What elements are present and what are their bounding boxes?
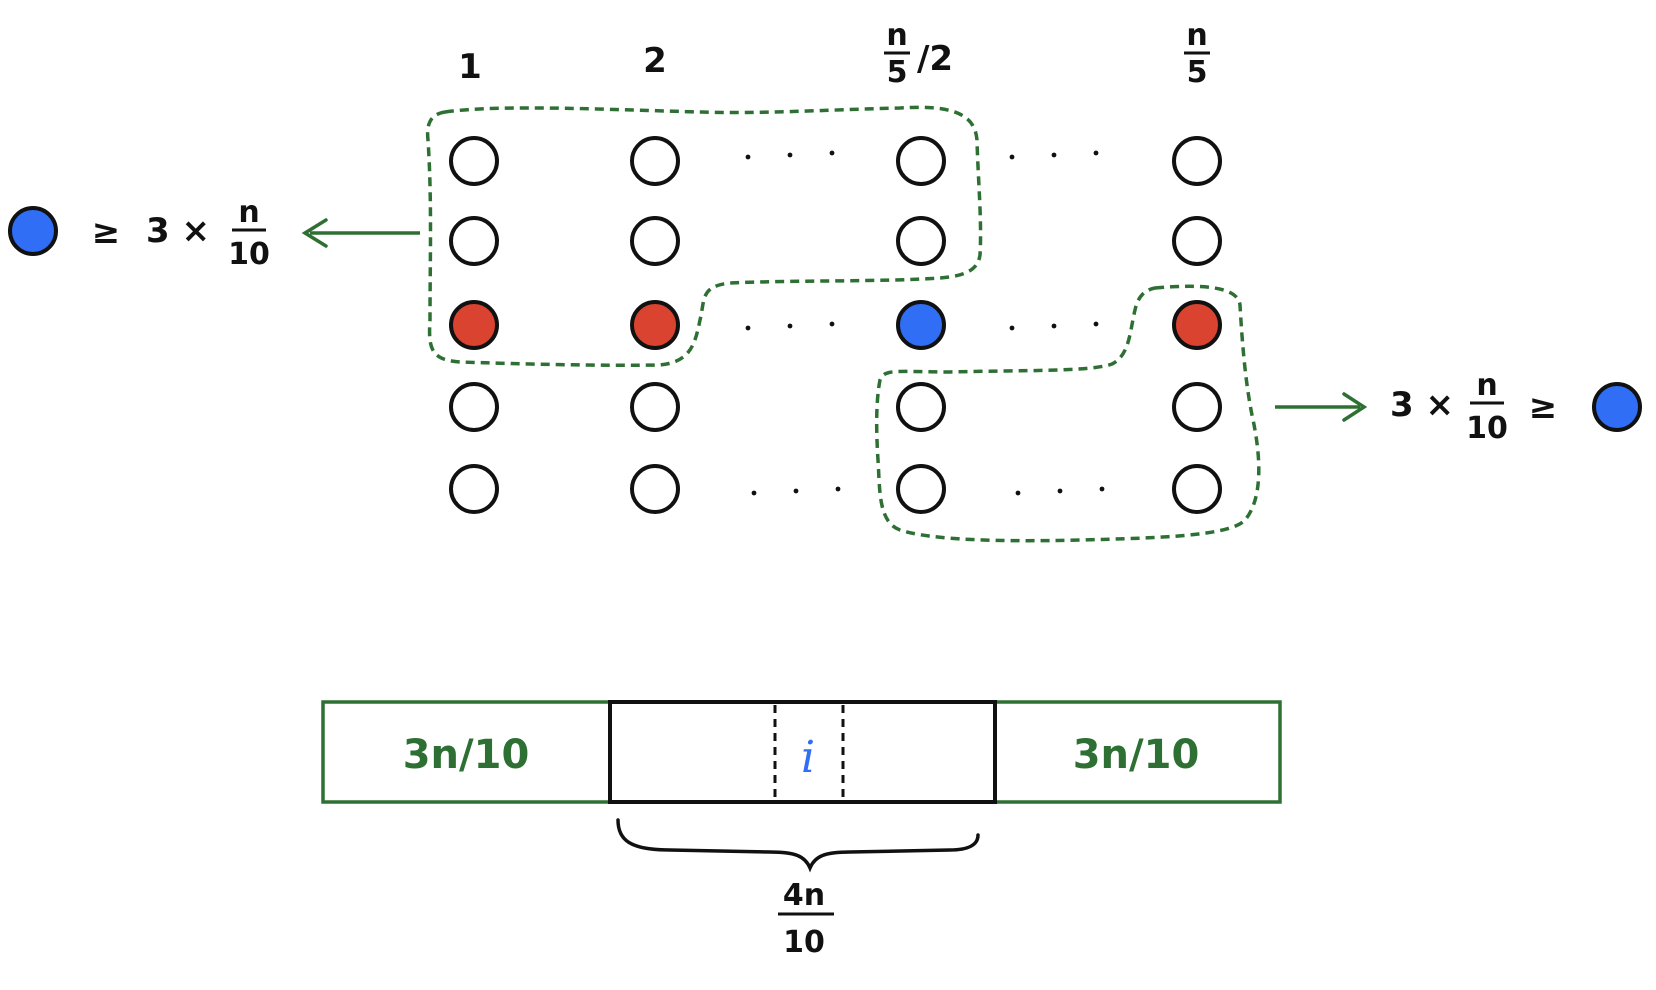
white-node-r2-c2 xyxy=(630,216,680,266)
column-label-n-over-5: n 5 xyxy=(1184,18,1210,90)
white-node-r4-c2 xyxy=(630,382,680,432)
white-node-r1-c3 xyxy=(896,136,946,186)
right-fraction-denominator: 10 xyxy=(1466,411,1508,446)
left-fraction-denominator: 10 xyxy=(228,237,270,272)
ellipsis-dot xyxy=(1093,321,1099,327)
column-label-2: 2 xyxy=(643,41,667,81)
middle-width-brace: 4n 10 xyxy=(616,818,980,960)
ellipsis-dot xyxy=(1099,486,1105,492)
ellipsis-dot xyxy=(1009,325,1015,331)
left-geq-symbol: ≥ xyxy=(92,212,121,252)
lower-right-region-outline xyxy=(874,284,1261,543)
brace-fraction-denominator: 10 xyxy=(783,925,825,960)
white-node-r4-c4 xyxy=(1172,382,1222,432)
column-label-3-denominator: 5 xyxy=(887,55,908,90)
ellipsis-dot xyxy=(745,154,751,160)
white-node-r2-c4 xyxy=(1172,216,1222,266)
column-label-4-numerator: n xyxy=(1186,18,1207,53)
white-node-r2-c1 xyxy=(449,216,499,266)
red-node-r3-c1 xyxy=(449,300,499,350)
column-label-1: 1 xyxy=(458,47,482,87)
ellipsis-dot xyxy=(835,486,841,492)
ellipsis-dot xyxy=(787,152,793,158)
ellipsis-dot xyxy=(1015,490,1021,496)
ellipsis-dot xyxy=(829,321,835,327)
red-node-r3-c4 xyxy=(1172,300,1222,350)
right-partition-label: 3n/10 xyxy=(1073,732,1200,778)
white-node-r5-c3 xyxy=(896,464,946,514)
white-node-r2-c3 xyxy=(896,216,946,266)
white-node-r1-c1 xyxy=(449,136,499,186)
left-multiplier: 3 × xyxy=(146,211,210,251)
column-label-3-numerator: n xyxy=(886,18,907,53)
element-grid xyxy=(449,136,1222,514)
ellipsis-dot xyxy=(1051,323,1057,329)
ellipsis-dot xyxy=(751,490,757,496)
white-node-r5-c4 xyxy=(1172,464,1222,514)
column-label-4-denominator: 5 xyxy=(1187,55,1208,90)
white-node-r4-c1 xyxy=(449,382,499,432)
red-node-r3-c2 xyxy=(630,300,680,350)
ellipsis-group xyxy=(745,150,1105,496)
left-arrow-head-icon xyxy=(301,218,328,248)
ellipsis-dot xyxy=(745,325,751,331)
ellipsis-dot xyxy=(1051,152,1057,158)
left-annotation: ≥ 3 × n 10 xyxy=(8,195,420,272)
ellipsis-dot xyxy=(793,488,799,494)
blue-node-r3-c3 xyxy=(896,300,946,350)
right-fraction-numerator: n xyxy=(1476,368,1497,403)
blue-node-icon xyxy=(8,206,58,256)
white-node-r4-c3 xyxy=(896,382,946,432)
right-annotation: 3 × n 10 ≥ xyxy=(1275,368,1642,446)
partition-bar: 3n/10 i 3n/10 xyxy=(321,700,1282,804)
ellipsis-dot xyxy=(1009,154,1015,160)
white-node-r1-c2 xyxy=(630,136,680,186)
white-node-r5-c1 xyxy=(449,464,499,514)
brace-icon xyxy=(616,818,980,873)
right-arrow-head-icon xyxy=(1342,392,1368,422)
white-node-r1-c4 xyxy=(1172,136,1222,186)
column-label-n-over-5-half: n 5 /2 xyxy=(884,18,953,90)
right-geq-symbol: ≥ xyxy=(1529,387,1558,427)
ellipsis-dot xyxy=(1057,488,1063,494)
left-fraction-numerator: n xyxy=(238,195,259,230)
left-partition-label: 3n/10 xyxy=(403,732,530,778)
index-label: i xyxy=(801,732,815,783)
right-multiplier: 3 × xyxy=(1390,385,1454,425)
ellipsis-dot xyxy=(1093,150,1099,156)
ellipsis-dot xyxy=(829,150,835,156)
blue-node-icon xyxy=(1592,382,1642,432)
ellipsis-dot xyxy=(787,323,793,329)
brace-fraction-numerator: 4n xyxy=(783,878,825,913)
column-label-3-suffix: /2 xyxy=(917,39,953,79)
middle-partition xyxy=(608,700,997,804)
white-node-r5-c2 xyxy=(630,464,680,514)
